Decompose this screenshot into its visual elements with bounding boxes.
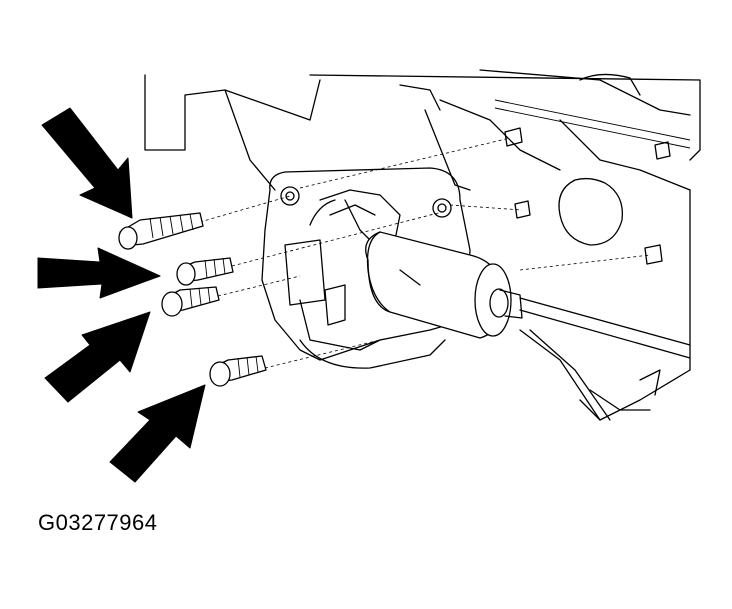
bolt-middle-lower [161, 286, 220, 317]
callout-arrow-1 [41, 107, 133, 219]
motor-mounting-plate [261, 167, 471, 369]
motor-housing [365, 231, 523, 339]
bolt-middle-upper [176, 257, 234, 286]
bolt-lower [209, 355, 267, 387]
figure-caption: G03277964 [38, 510, 158, 535]
bolt-upper [118, 212, 204, 250]
bolt-alignment-lines [199, 137, 651, 369]
drive-linkage [519, 297, 691, 421]
callout-arrow-3 [44, 311, 151, 403]
panel-nuts [504, 127, 671, 265]
callout-arrow-2 [37, 247, 161, 299]
callout-arrow-4 [109, 384, 206, 483]
